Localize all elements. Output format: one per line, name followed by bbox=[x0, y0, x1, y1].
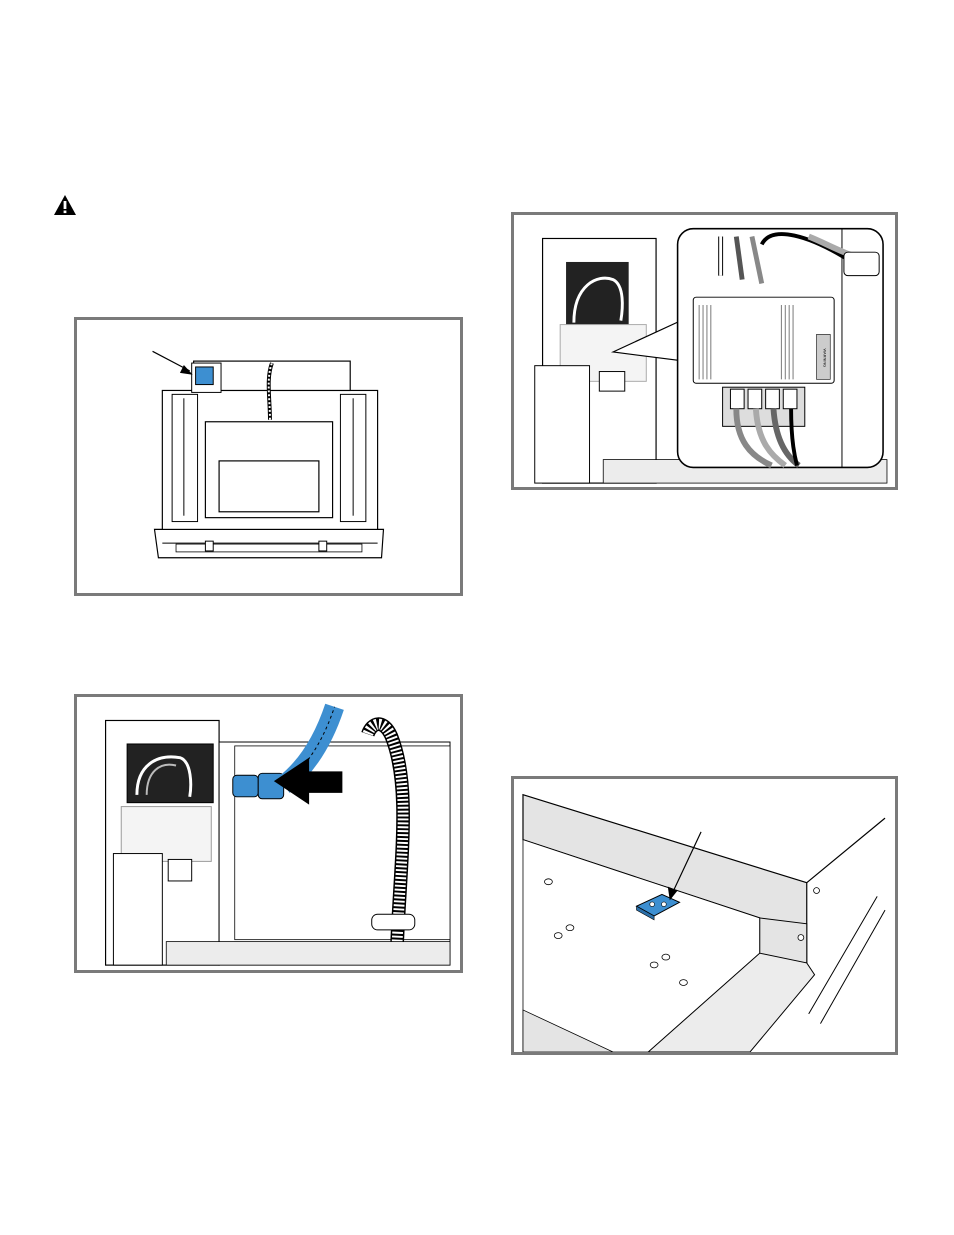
oven-rear-illustration bbox=[152, 350, 385, 559]
figure-anti-tip-bracket bbox=[511, 776, 898, 1055]
junction-box-highlight bbox=[195, 366, 214, 386]
terminal-block-illustration: WARNING bbox=[515, 215, 894, 487]
anti-tip-bracket-illustration bbox=[515, 779, 894, 1052]
warning-triangle-icon bbox=[53, 194, 77, 216]
figure-terminal-block-detail: WARNING bbox=[511, 212, 898, 490]
warning-label-text: WARNING bbox=[822, 348, 827, 367]
conduit-illustration bbox=[78, 697, 459, 970]
figure-oven-rear-view bbox=[74, 317, 463, 596]
figure-conduit-connection bbox=[74, 694, 463, 973]
